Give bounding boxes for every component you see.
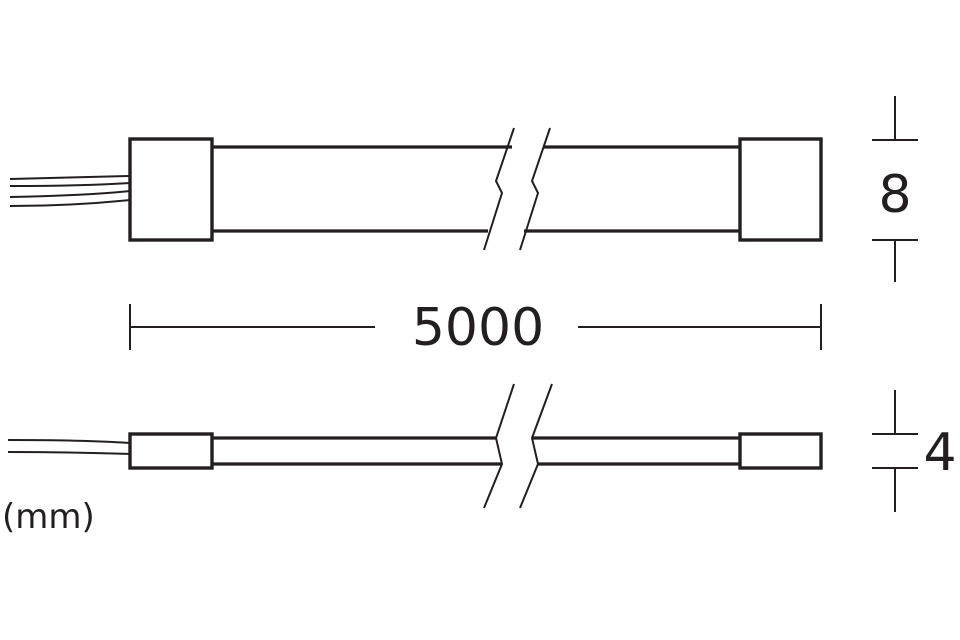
- top-right-end-cap: [738, 137, 823, 242]
- bottom-strip-body-left: [212, 436, 502, 466]
- top-strip-body-right: [524, 145, 740, 233]
- bottom-right-end-cap: [738, 432, 823, 470]
- top-strip-body-left: [212, 145, 512, 233]
- length-dimension: 5000: [129, 298, 822, 358]
- length-label: 5000: [412, 298, 544, 358]
- top-strip-view: [9, 127, 823, 251]
- bottom-strip-body-right: [532, 436, 740, 466]
- bottom-break-mark: [483, 383, 553, 509]
- units-label: (mm): [2, 497, 95, 537]
- bottom-strip-view: [7, 383, 823, 509]
- top-break-mark: [483, 127, 551, 251]
- bottom-height-dimension: 4: [872, 390, 957, 512]
- bottom-lead-wires: [7, 439, 131, 455]
- top-height-dimension: 8: [872, 96, 918, 282]
- top-lead-wires: [9, 175, 131, 207]
- top-left-end-cap: [128, 137, 214, 242]
- top-height-label: 8: [878, 165, 911, 225]
- bottom-left-end-cap: [128, 432, 214, 470]
- bottom-height-label: 4: [923, 423, 956, 483]
